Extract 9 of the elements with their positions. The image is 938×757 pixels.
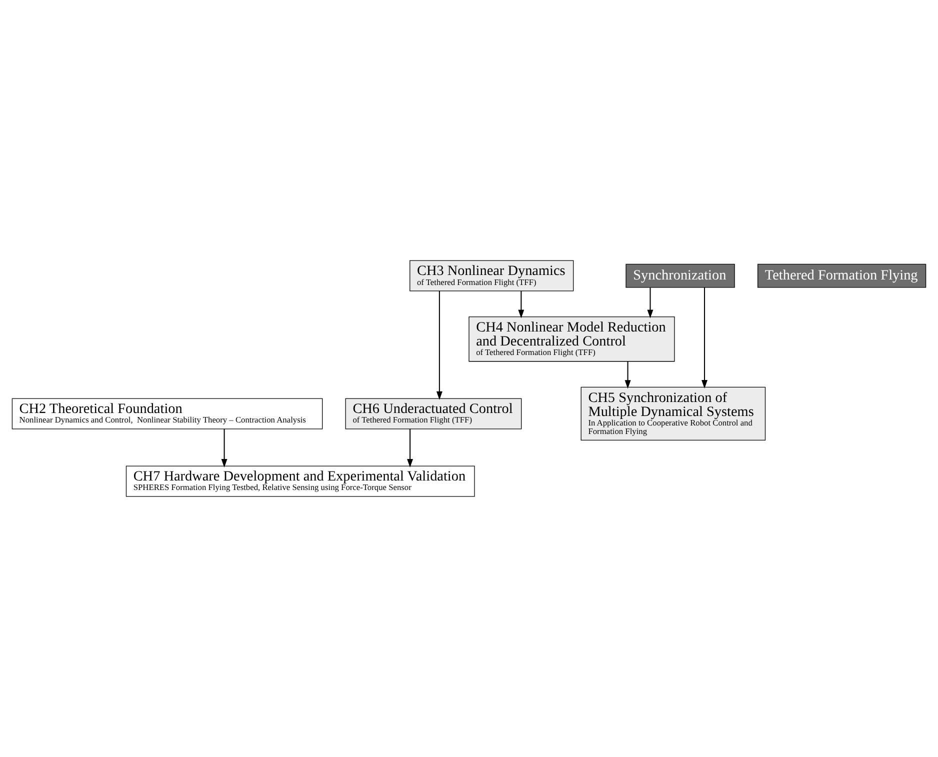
arrow [407,429,414,468]
arrow [647,288,654,318]
arrow [221,429,228,468]
arrow [702,288,708,389]
arrow [436,291,442,400]
node-box: Tethered Formation Flying [757,264,926,288]
arrow [518,291,524,318]
node-box: Synchronization [626,264,735,288]
arrow [624,361,631,389]
